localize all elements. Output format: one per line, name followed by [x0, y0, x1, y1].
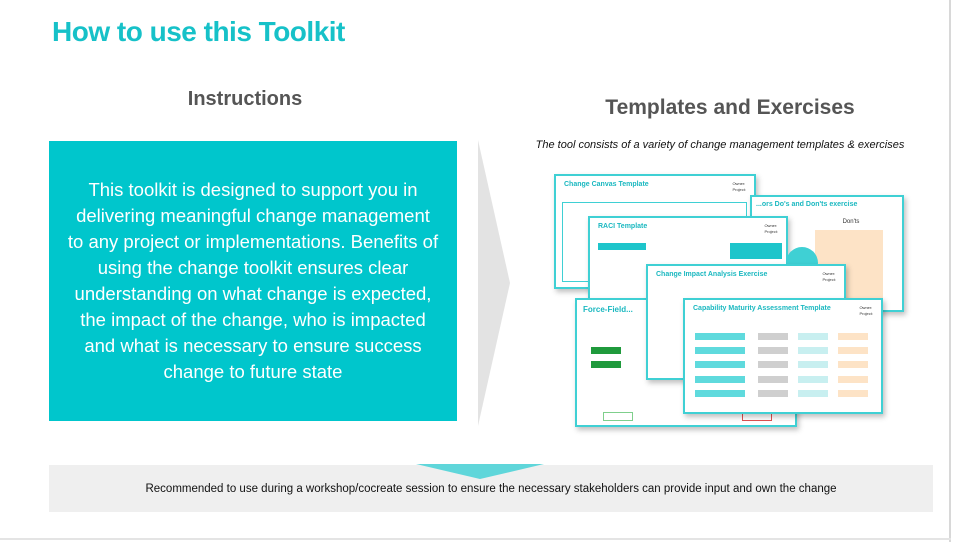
force-bar: [591, 361, 621, 368]
project-label: Project:: [859, 311, 873, 316]
card-capability-maturity: Capability Maturity Assessment Template …: [683, 298, 883, 414]
slide-bottom-border: [0, 538, 951, 540]
card-owner-project: Owner:Project:: [764, 223, 778, 235]
donts-label: Don'ts: [842, 219, 860, 225]
raci-bar: [730, 243, 782, 259]
raci-bar: [598, 243, 646, 250]
templates-heading: Templates and Exercises: [605, 96, 855, 119]
owner-label: Owner:: [822, 271, 836, 276]
card-title: Force-Field...: [583, 305, 633, 314]
project-label: Project:: [764, 229, 778, 234]
slide-right-border: [949, 0, 951, 542]
owner-label: Owner:: [859, 305, 873, 310]
instructions-body: This toolkit is designed to support you …: [67, 179, 439, 382]
triangle-down-icon: [416, 464, 544, 479]
instructions-heading: Instructions: [187, 88, 303, 110]
total-box: [603, 412, 633, 421]
project-label: Project:: [732, 187, 746, 192]
card-owner-project: Owner:Project:: [822, 271, 836, 283]
force-bar: [591, 347, 621, 354]
card-title: RACI Template: [598, 223, 648, 230]
recommendation-text: Recommended to use during a workshop/coc…: [145, 482, 837, 495]
project-label: Project:: [822, 277, 836, 282]
chevron-right-icon: [478, 140, 510, 426]
card-owner-project: Owner:Project:: [859, 305, 873, 317]
owner-label: Owner:: [732, 181, 746, 186]
templates-collage: Change Canvas Template Owner:Project: ..…: [540, 165, 920, 435]
card-title: Change Impact Analysis Exercise: [656, 271, 768, 278]
templates-subtitle: The tool consists of a variety of change…: [535, 139, 905, 151]
instructions-box: This toolkit is designed to support you …: [49, 141, 457, 421]
card-owner-project: Owner:Project:: [732, 181, 746, 193]
card-title: Capability Maturity Assessment Template: [693, 305, 831, 312]
owner-label: Owner:: [764, 223, 778, 228]
card-title: ...ors Do's and Don'ts exercise: [756, 201, 858, 208]
page-title: How to use this Toolkit: [52, 16, 345, 47]
card-title: Change Canvas Template: [564, 181, 649, 188]
